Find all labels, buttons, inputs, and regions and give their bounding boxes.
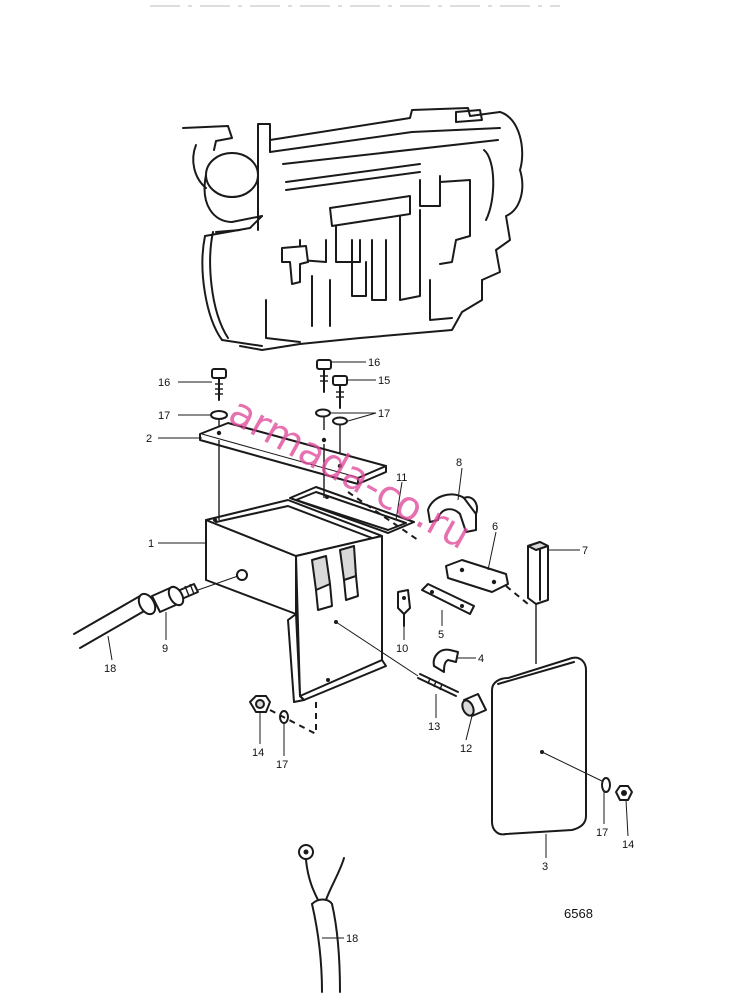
callout-17-right: 17 [378, 408, 390, 420]
callout-18-bottom: 18 [346, 933, 358, 945]
leader-lines [107, 361, 629, 939]
callout-4: 4 [478, 653, 484, 665]
callout-14-right: 14 [622, 839, 634, 851]
callout-17-left: 17 [158, 410, 170, 422]
align-line [197, 575, 239, 591]
engine-outline [182, 107, 524, 351]
cover-3 [491, 656, 587, 836]
callout-6: 6 [492, 521, 498, 533]
callout-16-right: 16 [368, 357, 380, 369]
cable-18-bottom [298, 844, 345, 993]
spacer-12 [461, 693, 487, 717]
callout-9: 9 [162, 643, 168, 655]
callout-18-left: 18 [104, 663, 116, 675]
bolt-16-right [316, 359, 332, 393]
drawing-code: 6568 [564, 906, 593, 921]
nut-14-left [249, 695, 271, 713]
washer-17-left [210, 410, 228, 420]
align-line [541, 751, 605, 783]
callout-11: 11 [396, 472, 407, 484]
bar-5 [421, 583, 475, 615]
callout-labels: 16 17 2 16 15 17 11 8 6 7 1 9 18 5 10 4 … [104, 357, 634, 945]
gasket-11 [289, 486, 415, 534]
washer-17-right-lower [601, 777, 611, 793]
dashed-guide [347, 491, 419, 541]
clip-7 [527, 541, 549, 605]
callout-1: 1 [148, 538, 154, 550]
callout-17-right-lower: 17 [596, 827, 608, 839]
callout-16-left: 16 [158, 377, 170, 389]
callout-13: 13 [428, 721, 440, 733]
callout-15: 15 [378, 375, 390, 387]
lug-10 [397, 589, 411, 627]
callout-10: 10 [396, 643, 408, 655]
callout-5: 5 [438, 629, 444, 641]
junction-box-1 [205, 499, 387, 703]
align-line [335, 621, 419, 677]
callout-2: 2 [146, 433, 152, 445]
bolt-16-left [211, 368, 227, 401]
washers-17-right [315, 408, 348, 426]
stud-13 [417, 673, 459, 697]
dashed-guide [505, 585, 529, 605]
callout-17-left-lower: 17 [276, 759, 288, 771]
dashed-guide [269, 709, 317, 735]
callout-8: 8 [456, 457, 462, 469]
bolt-15 [332, 375, 348, 409]
cover-plate-2 [199, 422, 387, 485]
nut-14-right [615, 785, 633, 801]
callout-3: 3 [542, 861, 548, 873]
strap-6 [445, 559, 509, 593]
cable-18-with-gland-9 [73, 583, 199, 649]
grommet-8 [427, 493, 478, 533]
callout-12: 12 [460, 743, 472, 755]
elbow-4 [432, 648, 459, 673]
callout-7: 7 [582, 545, 588, 557]
callout-14-left: 14 [252, 747, 264, 759]
